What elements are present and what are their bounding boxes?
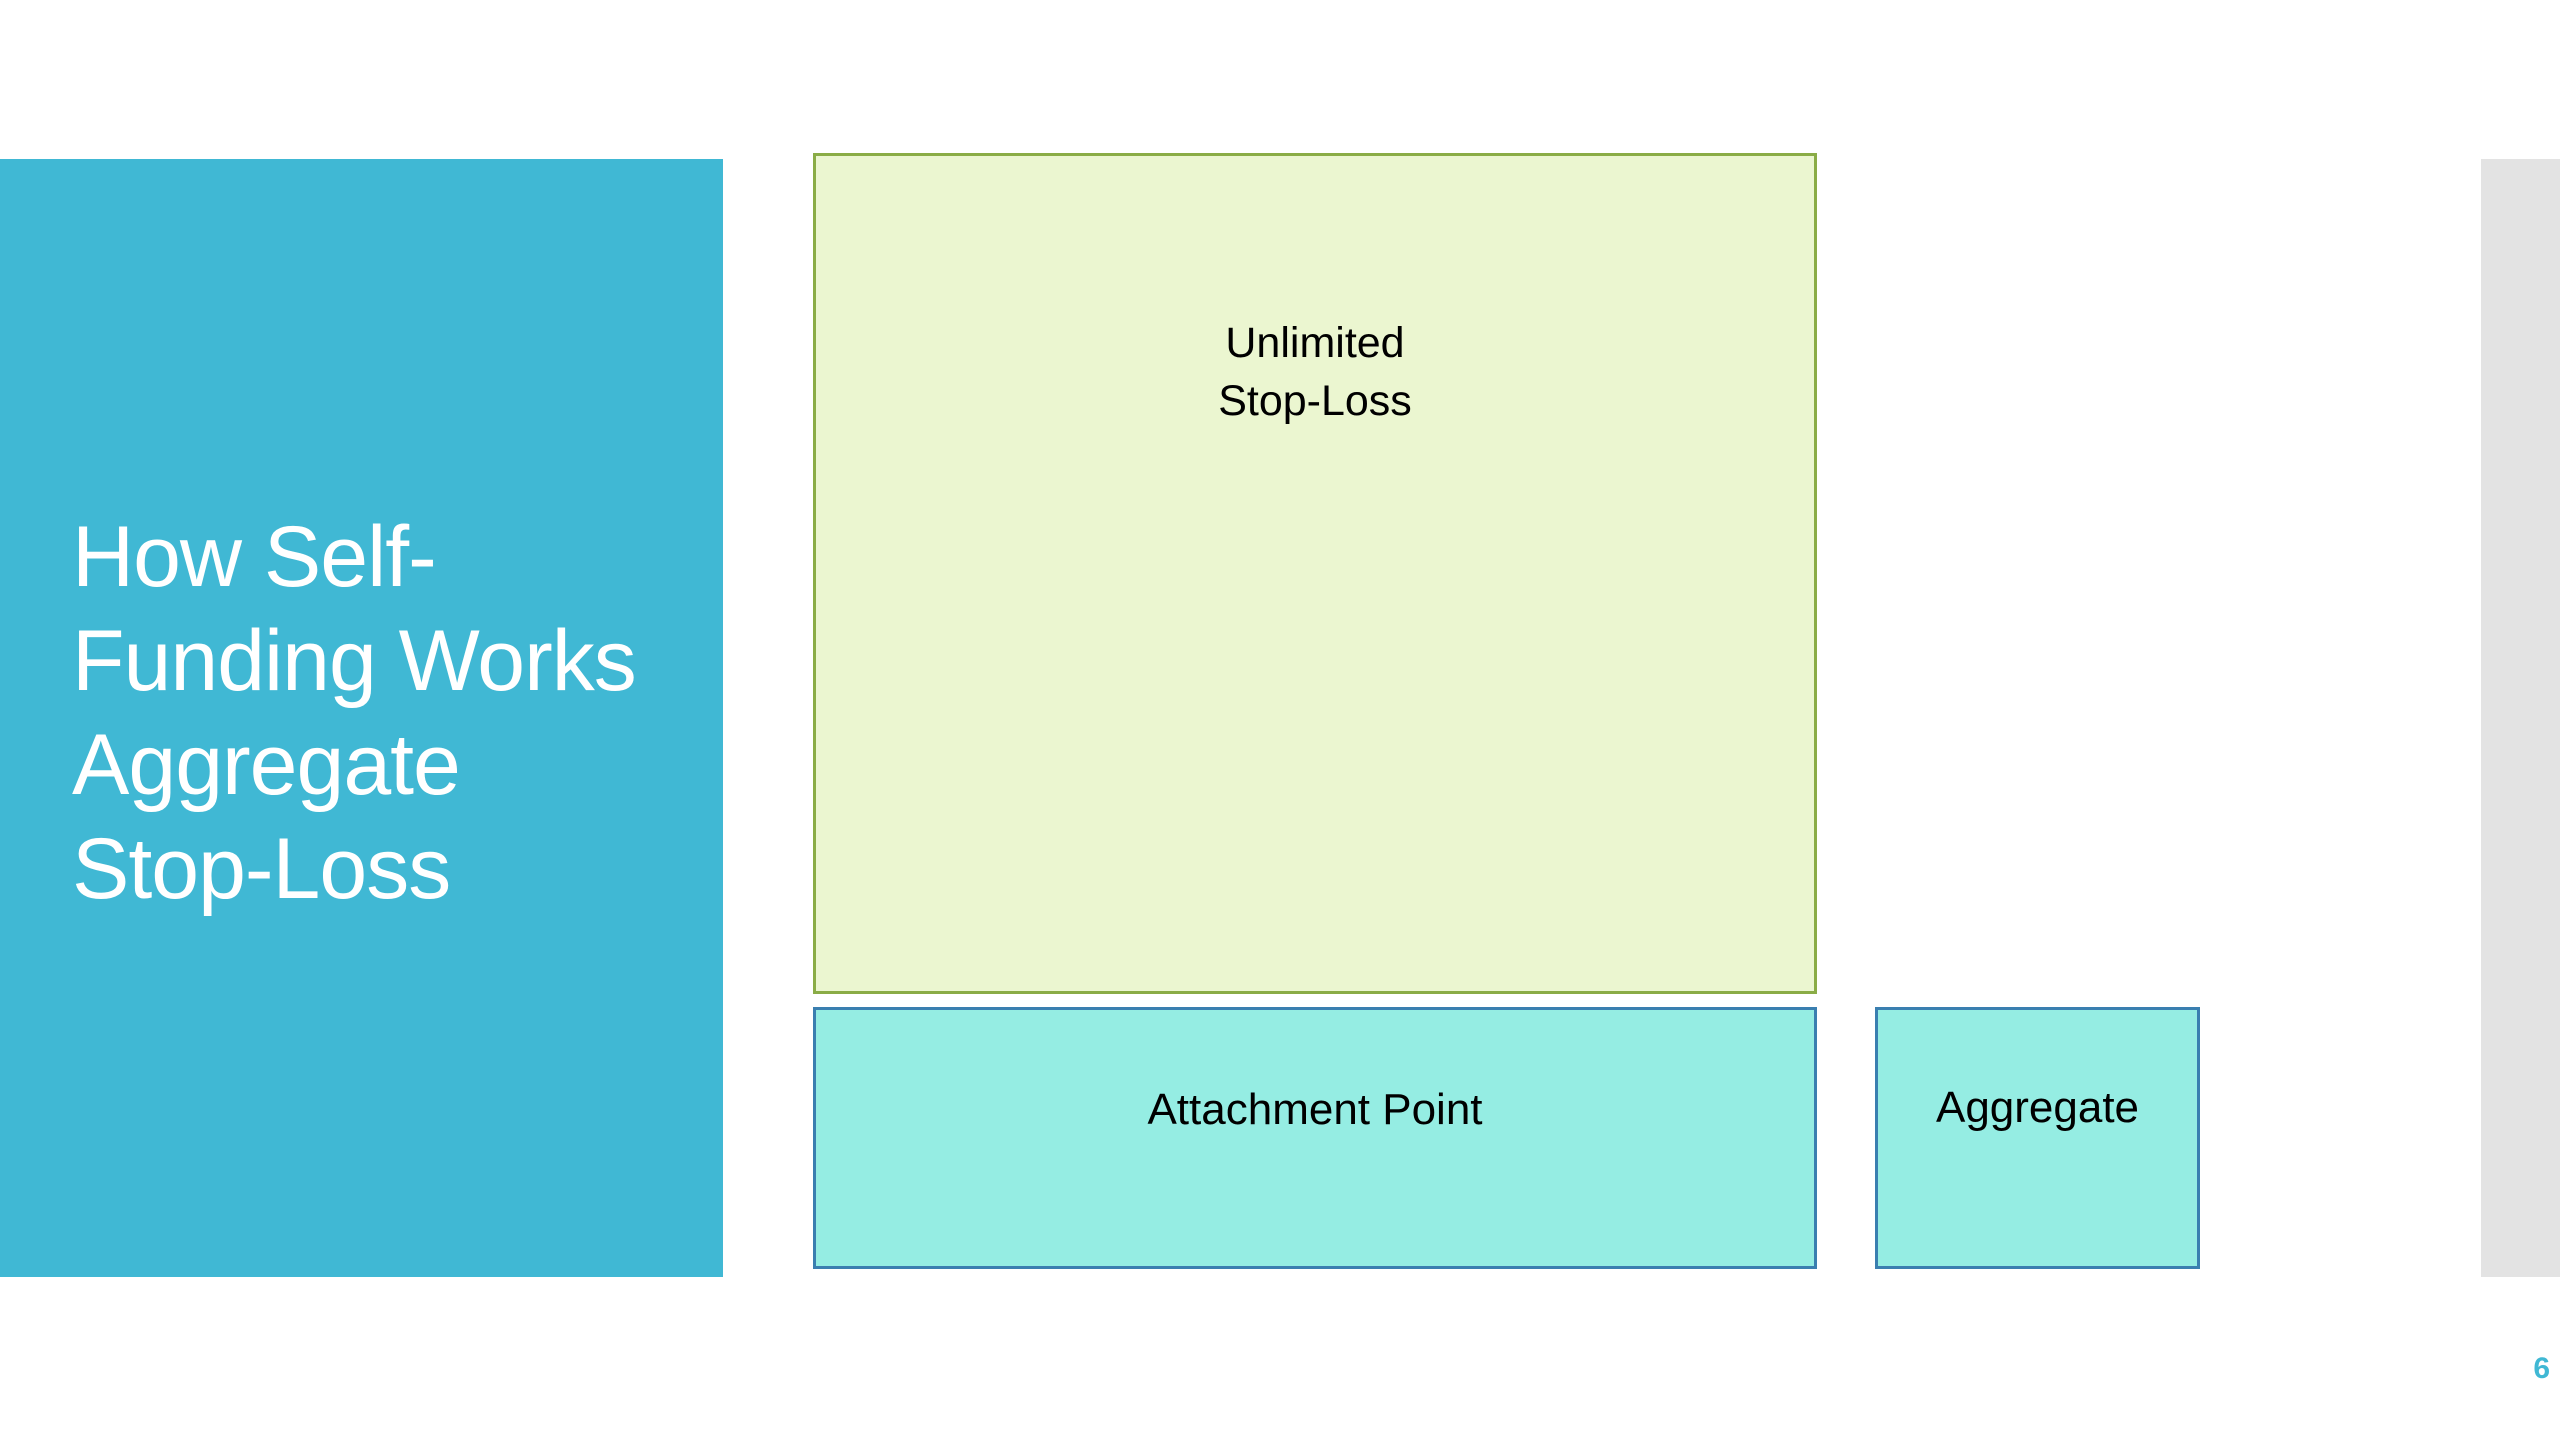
slide-title: How Self- Funding Works Aggregate Stop-L… (72, 505, 692, 921)
unlimited-stop-loss-box: Unlimited Stop-Loss (813, 153, 1817, 994)
slide-title-line-3: Aggregate (72, 717, 461, 813)
aggregate-label: Aggregate (1935, 1083, 2140, 1132)
attachment-point-label: Attachment Point (1147, 1085, 1483, 1134)
aggregate-box: Aggregate (1875, 1007, 2200, 1269)
right-side-strip (2481, 159, 2560, 1277)
unlimited-label-line-1: Unlimited (1225, 319, 1405, 367)
title-panel (0, 159, 723, 1277)
page-number: 6 (2533, 1352, 2550, 1385)
slide-title-line-1: How Self- (72, 509, 437, 605)
attachment-point-box: Attachment Point (813, 1007, 1817, 1269)
unlimited-label-line-2: Stop-Loss (1218, 377, 1412, 425)
slide-title-line-2: Funding Works (72, 613, 637, 709)
slide-title-line-4: Stop-Loss (72, 821, 451, 917)
unlimited-stop-loss-label: Unlimited Stop-Loss (816, 314, 1814, 430)
